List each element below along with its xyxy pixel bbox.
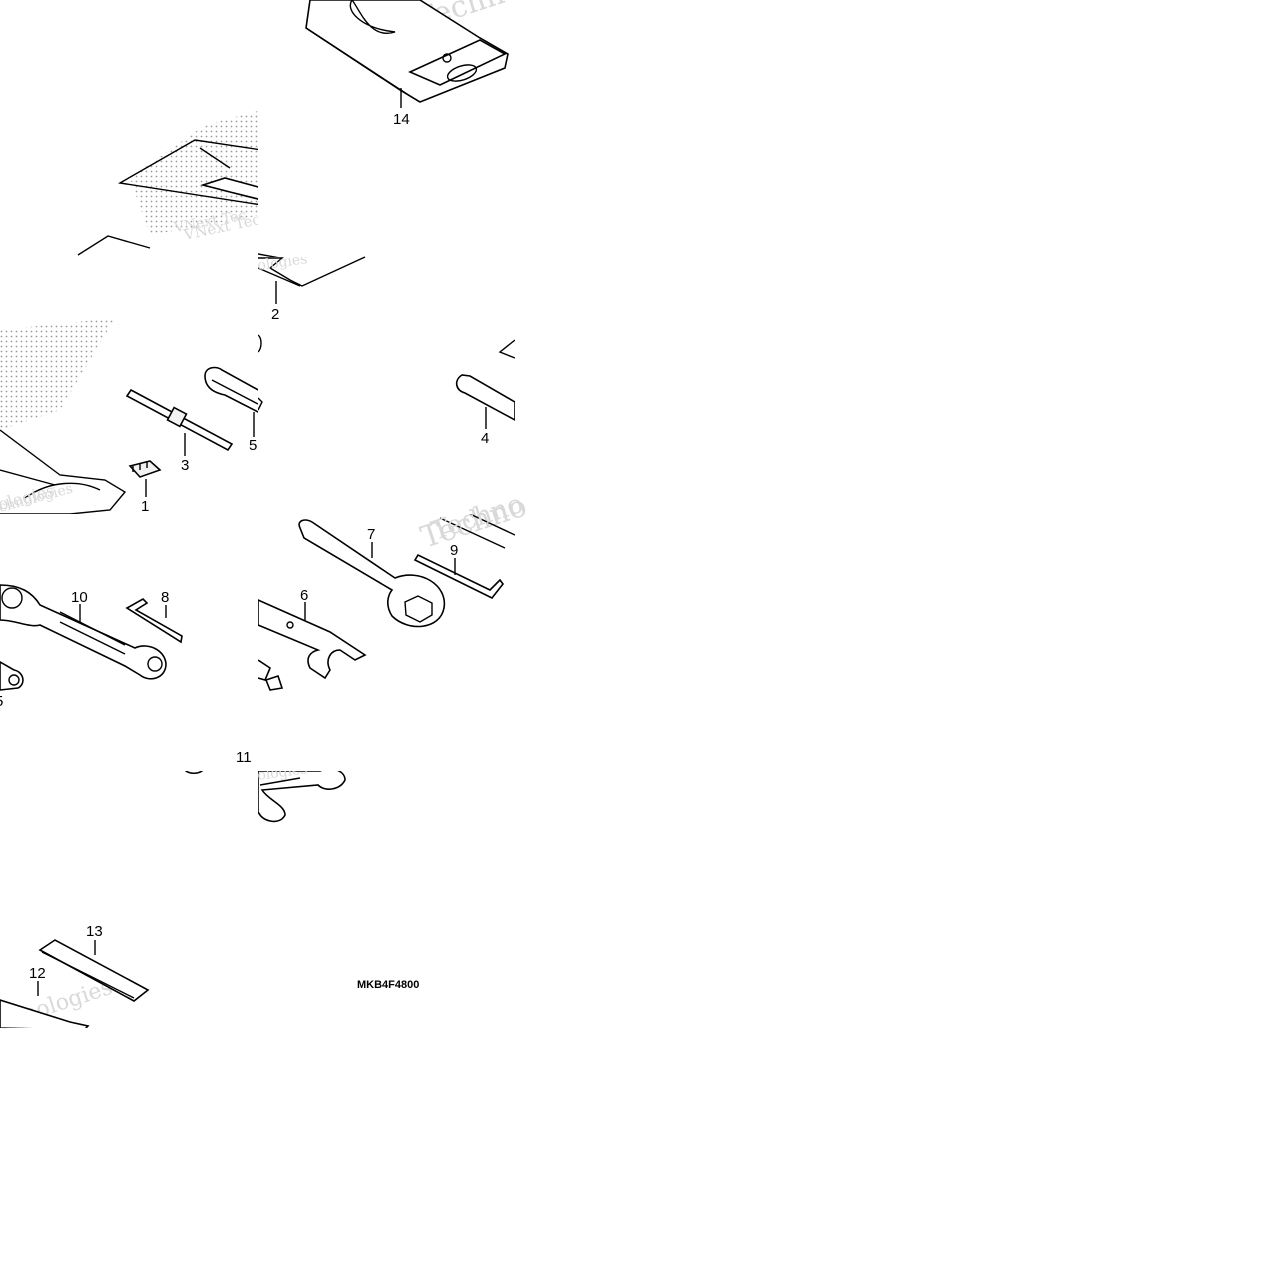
extension-bar [38,939,150,1002]
callout-6: 6 [300,587,308,604]
hex-key [125,598,183,644]
callout-layer: 14 2 3 1 5 4 7 9 10 8 6 5 11 13 12 [0,111,489,982]
tool-tray-edge [469,514,515,536]
callout-14: 14 [393,111,410,128]
pin-spanner [258,599,367,691]
screwdriver-handle [204,366,258,413]
box-spanner [298,519,446,628]
callout-3: 3 [181,457,189,474]
callout-12: 12 [29,965,46,982]
pouch-2-edge [77,235,151,256]
tile-upper-left: VNext Tec [77,111,258,256]
double-open-wrench [258,771,346,823]
tool-bag-outline [0,429,127,514]
callout-13: 13 [86,923,103,940]
ring-wrench [0,584,167,680]
stipple-shading [0,318,115,430]
callout-11: 11 [236,749,252,766]
socket-extension [0,661,24,691]
callout-1: 1 [141,498,149,515]
callout-8: 8 [161,589,169,606]
tool-tray-edge [439,517,506,549]
stipple-shading [130,111,258,235]
open-end-wrench [184,771,204,775]
pouch-flap-outline [117,139,258,206]
tool-bag-strap [0,469,56,486]
diagram-code: MKB4F4800 [357,979,419,991]
callout-5-lower: 5 [0,693,3,710]
tile-bottom-center: ologies [258,771,346,823]
pouch-lower-continuation [258,257,366,287]
pin-spanner-edge [258,334,515,359]
manual-pouch [305,0,509,103]
tile-upper-center [258,0,509,257]
screwdriver-shaft [125,388,234,452]
fuse-puller [128,460,162,478]
callout-2: 2 [271,306,279,323]
spanner-handle [455,374,515,421]
handle-tip-5 [258,397,263,411]
watermark-text: Next [196,738,235,762]
tile-middle-center: ologies [258,257,515,429]
tile-middle-left: ologies [0,318,258,514]
tile-lower-left [0,584,183,691]
pouch-slot [200,177,258,200]
pouch-fold-line [199,147,231,169]
tool-bag-roll [24,482,101,499]
hex-key-large [413,553,505,600]
tile-lower-center [258,514,515,691]
callout-10: 10 [71,589,88,606]
callout-7: 7 [367,526,375,543]
callout-5: 5 [249,437,257,454]
handle-bar [0,999,90,1028]
callout-9: 9 [450,542,458,559]
tile-bottom-left: Next [0,738,235,1028]
callout-4: 4 [481,430,489,447]
